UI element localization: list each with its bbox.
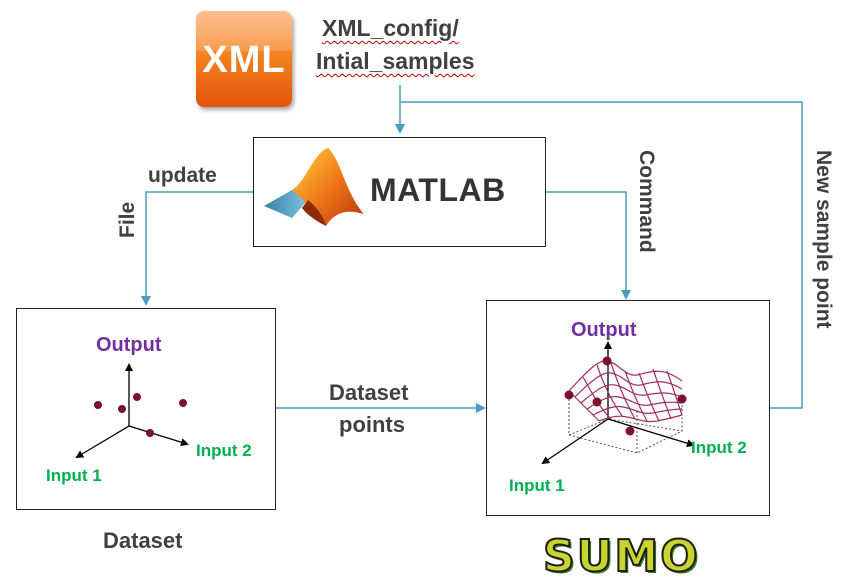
dataset-caption: Dataset <box>103 528 183 553</box>
sumo-logo-text: SUMO <box>542 530 700 583</box>
dataset-point <box>94 401 102 409</box>
dataset-output-label: Output <box>96 334 162 356</box>
sumo-output-label: Output <box>571 319 637 341</box>
dataset-axes <box>75 363 189 459</box>
xml-file-icon: XML <box>196 11 292 107</box>
xml-icon-text: XML <box>202 39 286 81</box>
sumo-surface-mesh <box>568 360 683 423</box>
xml-config-line2: Intial_samples <box>316 48 475 74</box>
sumo-input2-label: Input 2 <box>691 438 747 457</box>
dataset-point <box>133 393 141 401</box>
update-label: update <box>148 164 217 187</box>
dataset-input2-label: Input 2 <box>196 441 252 460</box>
dataset-box: Output Input 1 Input 2 <box>16 308 276 510</box>
dataset-point <box>179 399 187 407</box>
sumo-sample-point <box>677 394 687 404</box>
dataset-point <box>146 429 154 437</box>
sumo-sample-point <box>602 356 612 366</box>
sumo-sample-point <box>564 390 574 400</box>
dataset-point <box>118 405 126 413</box>
sumo-input2-axis <box>607 418 695 448</box>
dataset-points-label-2: points <box>339 412 405 437</box>
sumo-sample-point <box>625 426 635 436</box>
dataset-input1-axis <box>75 425 130 459</box>
sumo-box: Output Input 1 Input 2 <box>486 300 770 516</box>
file-label: File <box>116 201 139 238</box>
arrow-new-sample-loop <box>400 101 803 409</box>
command-label: Command <box>635 150 658 253</box>
dataset-input1-label: Input 1 <box>46 466 102 485</box>
sumo-input1-label: Input 1 <box>509 476 565 495</box>
xml-config-line1: XML_config/ <box>322 15 459 41</box>
matlab-logo-icon <box>264 148 364 226</box>
sumo-logo: SUMO <box>542 530 723 583</box>
dataset-input2-axis <box>128 425 189 447</box>
sumo-sample-point <box>592 397 602 407</box>
sumo-surface-plot <box>541 341 695 465</box>
new-sample-point-label: New sample point <box>812 150 835 329</box>
xml-config-label: XML_config/ Intial_samples <box>316 15 475 75</box>
dataset-points-label-1: Dataset <box>329 380 409 405</box>
matlab-label: MATLAB <box>370 172 506 208</box>
arrow-matlab-to-sumo <box>546 191 631 300</box>
sumo-input1-axis <box>541 418 609 465</box>
matlab-box: MATLAB <box>253 137 546 247</box>
arrow-matlab-to-dataset <box>141 191 253 306</box>
